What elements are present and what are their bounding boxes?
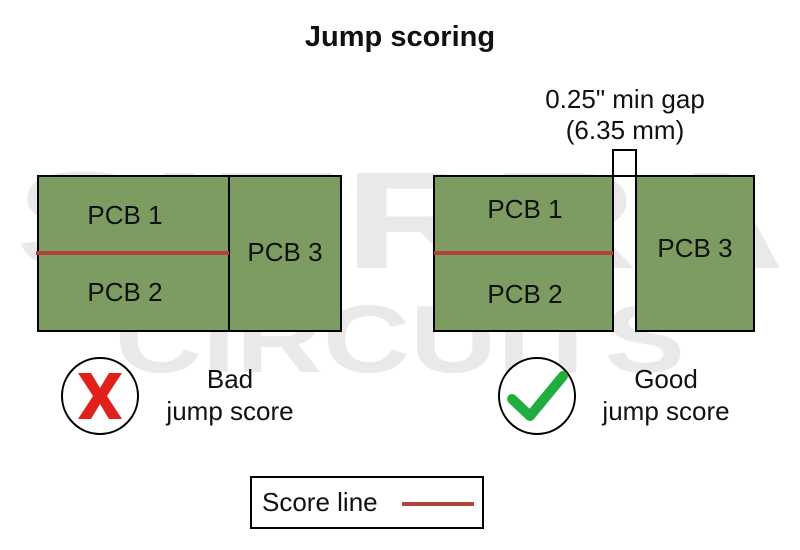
good-panel-layout: PCB 1 PCB 2 PCB 3 0.25" min gap (6.35 mm…: [433, 84, 755, 332]
good-panel-pcb3-board: [635, 175, 755, 332]
good-pcb2-label: PCB 2: [487, 279, 562, 309]
good-verdict-line-1: Good: [634, 364, 698, 394]
good-pcb1-label: PCB 1: [487, 194, 562, 224]
gap-label-line-1: 0.25" min gap: [545, 84, 705, 114]
legend: Score line: [250, 476, 484, 529]
bad-verdict-line-1: Bad: [207, 364, 253, 394]
good-verdict-line-2: jump score: [601, 396, 729, 426]
bad-pcb3-label: PCB 3: [247, 237, 322, 267]
gap-indicator: [612, 149, 637, 177]
bad-verdict-line-2: jump score: [165, 396, 293, 426]
good-pcb3-label: PCB 3: [657, 233, 732, 263]
bad-pcb1-label: PCB 1: [87, 200, 162, 230]
bad-panel-layout: PCB 1 PCB 2 PCB 3: [36, 175, 342, 332]
bad-pcb2-label: PCB 2: [87, 277, 162, 307]
diagram-title: Jump scoring: [305, 21, 495, 53]
legend-label: Score line: [262, 487, 378, 517]
green-check-icon: [498, 357, 576, 435]
gap-label-line-2: (6.35 mm): [566, 115, 684, 145]
red-x-icon: [61, 357, 139, 435]
